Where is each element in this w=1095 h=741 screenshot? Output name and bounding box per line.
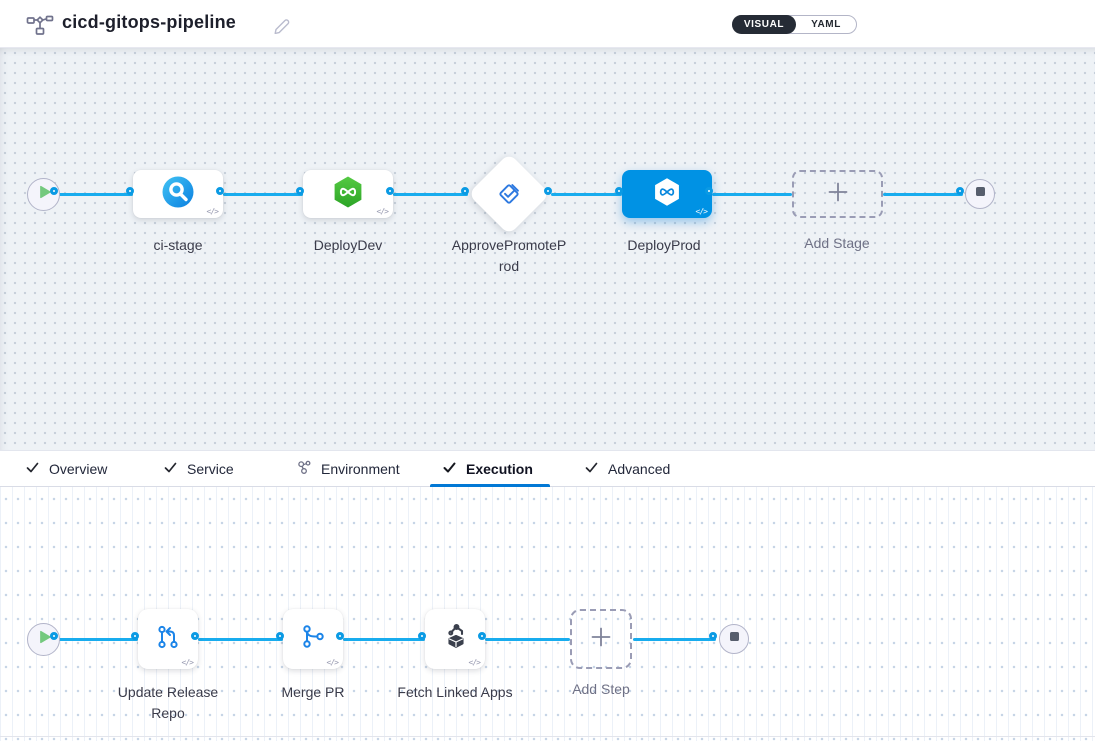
add-step-label: Add Step (572, 681, 630, 697)
connector-port[interactable] (216, 187, 224, 195)
stage-label: DeployDev (313, 237, 383, 253)
connector-port[interactable] (191, 632, 199, 640)
canvas-bottom-divider (0, 736, 1095, 737)
connector-port[interactable] (276, 632, 284, 640)
tab-environment[interactable]: Environment (297, 451, 400, 487)
connector-port[interactable] (418, 632, 426, 640)
execution-end-node[interactable] (719, 624, 749, 654)
add-stage-label: Add Stage (804, 235, 870, 251)
tab-label: Advanced (608, 461, 671, 477)
code-badge: </> (468, 658, 481, 667)
active-tab-indicator (430, 484, 550, 487)
edge (712, 192, 792, 196)
pipeline-icon (26, 13, 54, 42)
stage-label: ci-stage (153, 237, 203, 253)
check-icon (25, 460, 40, 478)
code-badge: </> (181, 658, 194, 667)
git-update-icon (153, 622, 183, 657)
execution-canvas[interactable]: </> </> (0, 487, 1095, 741)
play-icon (29, 622, 59, 657)
gitops-fetch-icon (440, 622, 470, 657)
connector-port[interactable] (705, 187, 713, 195)
step-label: Fetch Linked Apps (397, 684, 513, 700)
step-node-merge-pr[interactable]: </> (283, 609, 343, 669)
connector-port[interactable] (478, 632, 486, 640)
edge (393, 192, 468, 196)
edge (198, 637, 283, 641)
connector-port[interactable] (461, 187, 469, 195)
step-label: Merge PR (281, 684, 345, 700)
play-icon (29, 177, 59, 212)
tab-advanced[interactable]: Advanced (584, 451, 670, 487)
ci-stage-icon (161, 175, 195, 214)
tab-label: Service (187, 461, 234, 477)
connector-port[interactable] (386, 187, 394, 195)
stop-icon (967, 178, 994, 210)
connector-port[interactable] (709, 632, 717, 640)
tab-label: Environment (321, 461, 400, 477)
edge (551, 192, 622, 196)
edge (223, 192, 303, 196)
stage-label: DeployProd (627, 237, 701, 253)
code-badge: </> (206, 207, 219, 216)
connector-port[interactable] (544, 187, 552, 195)
code-badge: </> (695, 207, 708, 216)
approval-stage-icon (492, 177, 526, 211)
code-badge: </> (376, 207, 389, 216)
tab-overview[interactable]: Overview (25, 451, 107, 487)
visual-yaml-toggle: VISUAL YAML (732, 15, 857, 34)
stage-label: ApprovePromoteProd (451, 237, 567, 274)
connector-port[interactable] (296, 187, 304, 195)
stage-node-deploydev[interactable]: </> (303, 170, 393, 218)
tab-service[interactable]: Service (163, 451, 234, 487)
cluster-icon (297, 460, 312, 478)
code-badge: </> (326, 658, 339, 667)
toggle-visual[interactable]: VISUAL (732, 15, 796, 34)
connector-port[interactable] (50, 187, 58, 195)
step-node-update-release-repo[interactable]: </> (138, 609, 198, 669)
stop-icon (721, 623, 748, 655)
edge (883, 192, 963, 196)
connector-port[interactable] (336, 632, 344, 640)
tab-label: Execution (466, 461, 533, 477)
stage-node-deployprod[interactable]: </> (622, 170, 712, 218)
edge (57, 637, 138, 641)
step-label: Update Release Repo (117, 684, 219, 721)
header: cicd-gitops-pipeline VISUAL YAML (0, 0, 1095, 48)
stage-canvas[interactable]: </> </> (0, 48, 1095, 450)
connector-port[interactable] (131, 632, 139, 640)
pipeline-title: cicd-gitops-pipeline (62, 12, 237, 32)
edge (485, 637, 570, 641)
toggle-yaml[interactable]: YAML (811, 19, 841, 30)
stage-node-ci-stage[interactable]: </> (133, 170, 223, 218)
plus-icon (590, 626, 612, 653)
check-icon (442, 460, 457, 478)
connector-port[interactable] (50, 632, 58, 640)
cd-stage-icon (330, 174, 366, 215)
edge (633, 637, 716, 641)
connector-port[interactable] (956, 187, 964, 195)
stage-node-approvepromoteprod[interactable] (467, 152, 551, 236)
pipeline-end-node[interactable] (965, 179, 995, 209)
check-icon (163, 460, 178, 478)
git-merge-icon (298, 622, 328, 657)
stage-config-tabs: Overview Service Environment (0, 450, 1095, 487)
connector-port[interactable] (615, 187, 623, 195)
edge (57, 192, 133, 196)
edit-pencil-icon[interactable] (272, 14, 292, 39)
plus-icon (827, 181, 849, 208)
add-stage-button[interactable] (792, 170, 883, 218)
connector-port[interactable] (126, 187, 134, 195)
tab-execution[interactable]: Execution (442, 451, 533, 487)
check-icon (584, 460, 599, 478)
tab-label: Overview (49, 461, 108, 477)
step-node-fetch-linked-apps[interactable]: </> (425, 609, 485, 669)
add-step-button[interactable] (570, 609, 632, 669)
cd-stage-icon-selected (651, 176, 683, 213)
edge (343, 637, 425, 641)
